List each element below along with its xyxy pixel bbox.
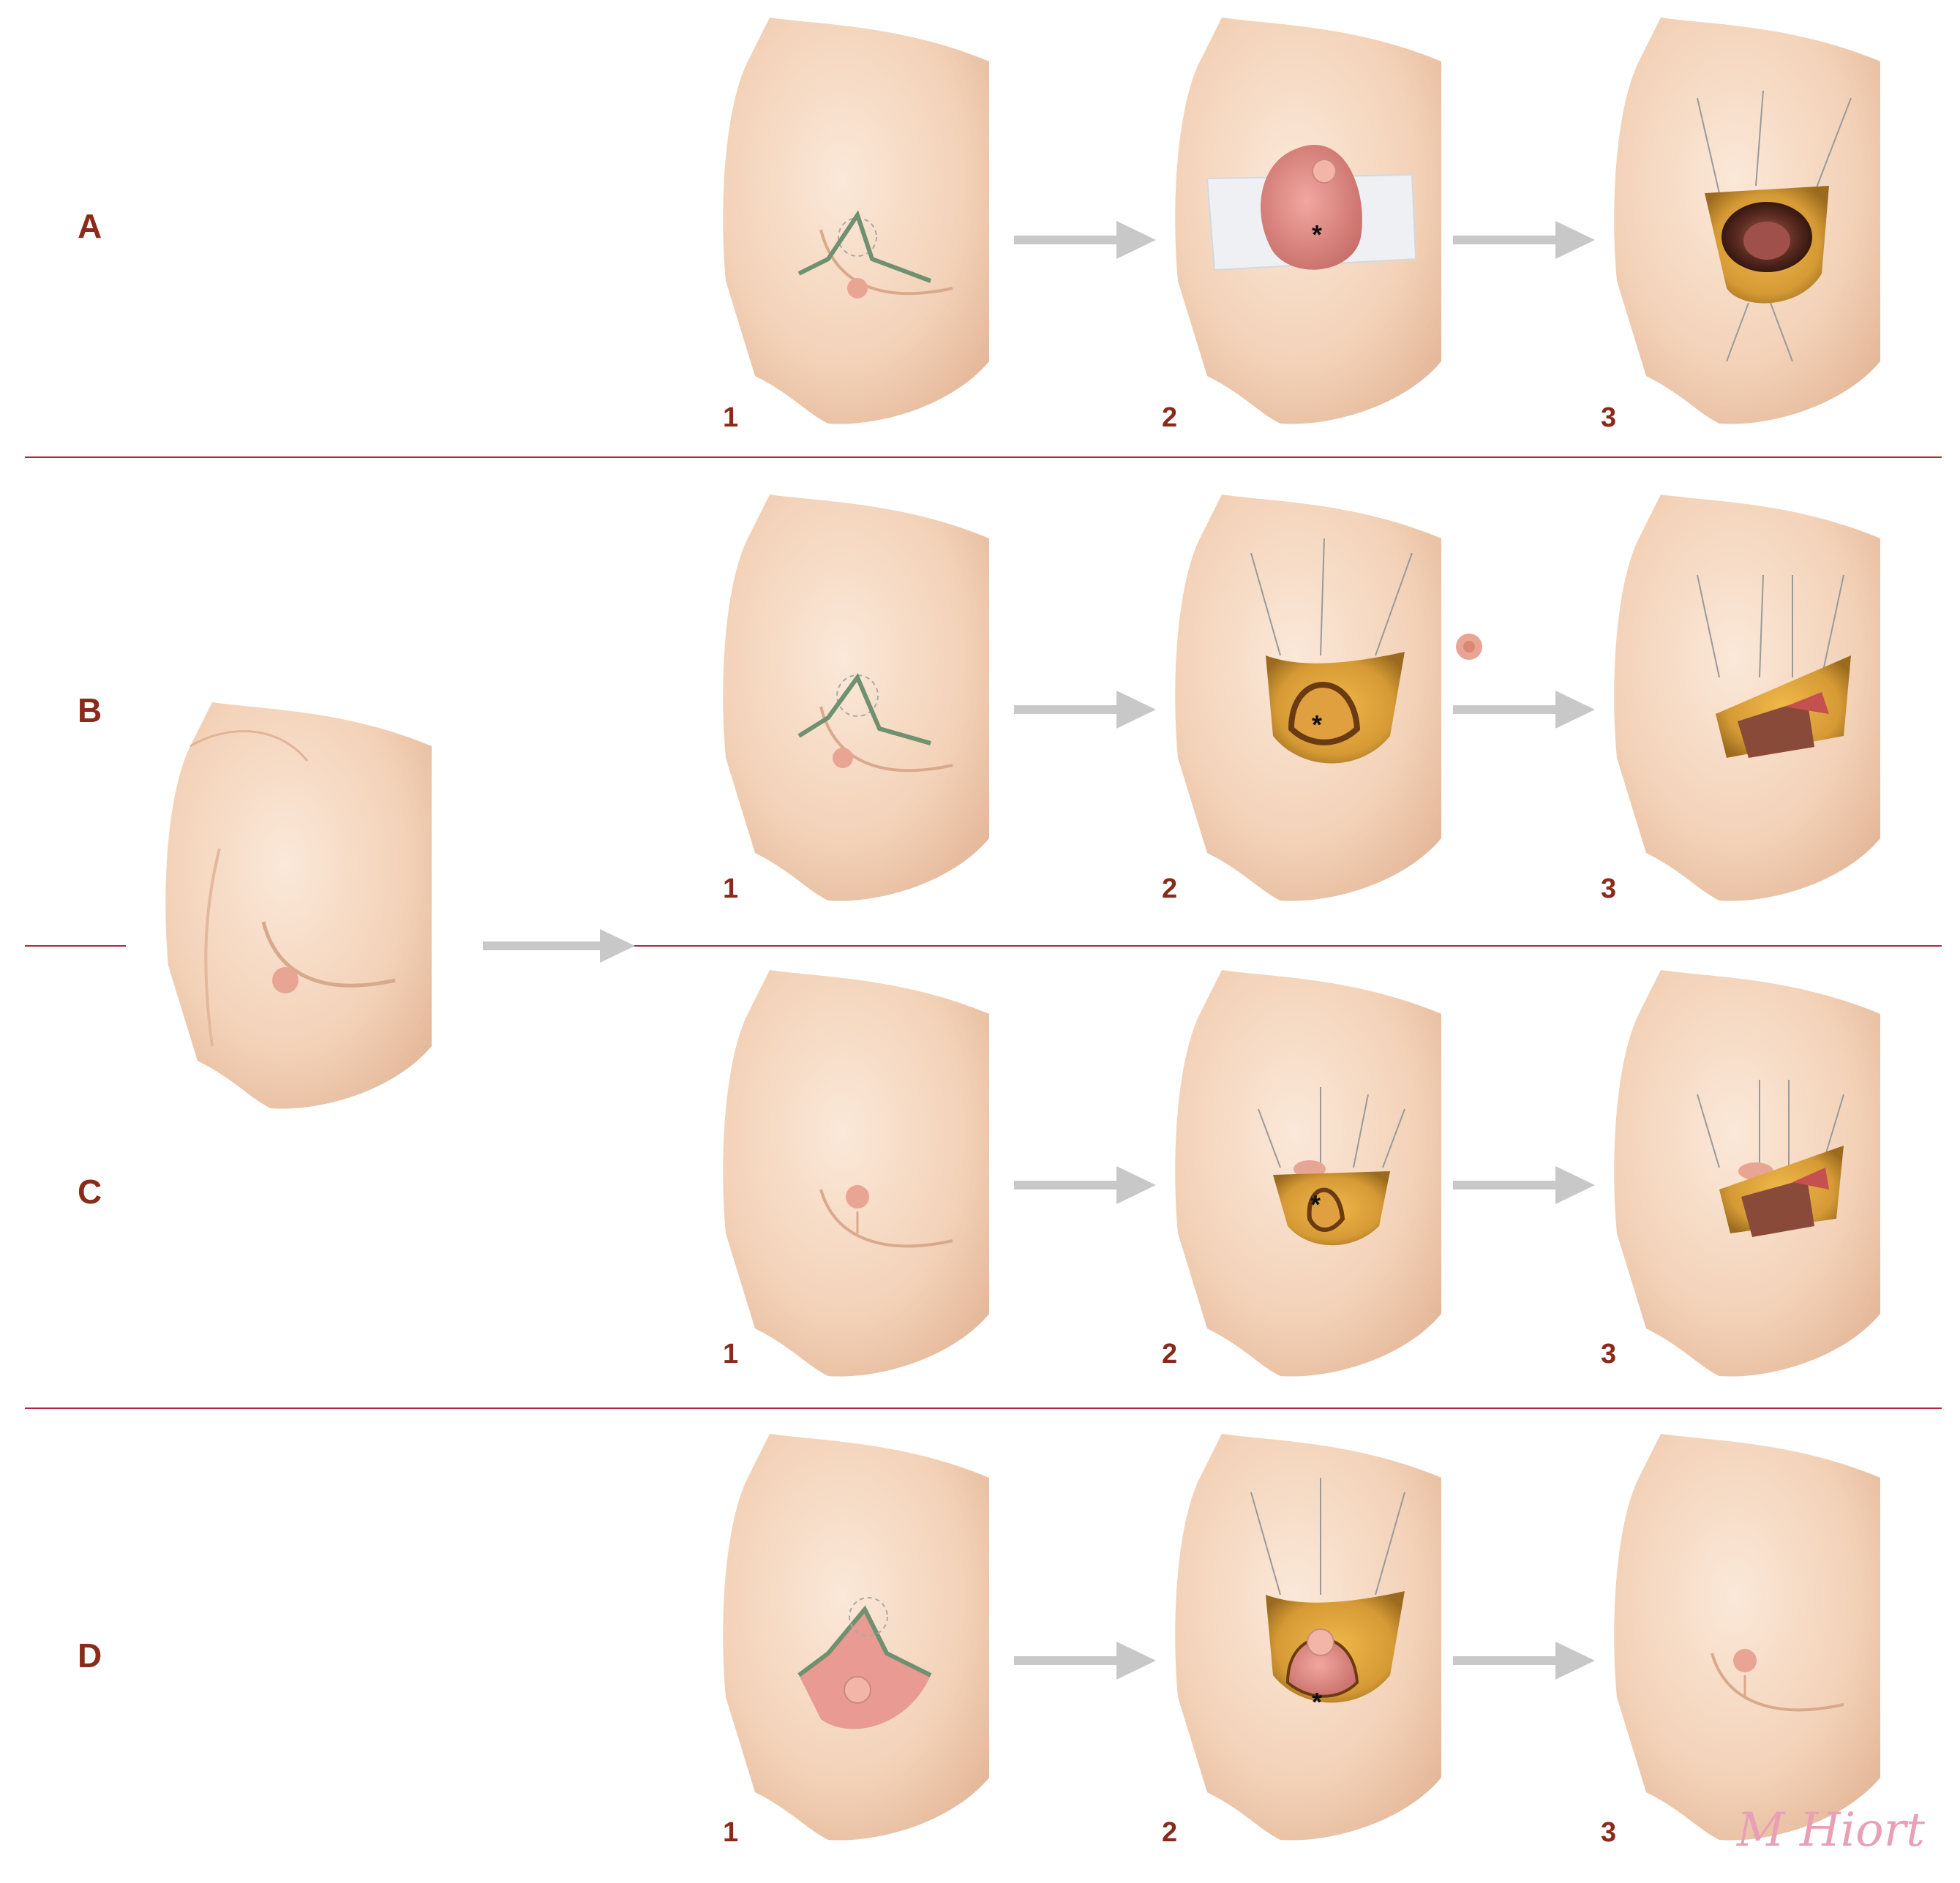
row-d-arrow-2: [1453, 1642, 1595, 1680]
row-b-step-2-asterisk: *: [1312, 710, 1323, 740]
row-d-step-2-number: 2: [1162, 1817, 1178, 1848]
row-label-b: B: [78, 691, 102, 729]
row-a-step-2-illustration: [1175, 18, 1441, 424]
row-b-step-2-number: 2: [1162, 873, 1178, 904]
artist-signature: M Hiort: [1737, 1803, 1925, 1857]
row-label-d: D: [78, 1636, 102, 1675]
row-d-step-3-number: 3: [1601, 1817, 1617, 1848]
row-c-step-2-asterisk: *: [1310, 1189, 1321, 1219]
row-c-step-2-illustration: [1175, 970, 1441, 1377]
row-a-step-2-number: 2: [1162, 402, 1178, 433]
row-a-step-3-number: 3: [1601, 402, 1617, 433]
preop-breast-fold: [261, 921, 396, 988]
row-c-step-1-number: 1: [723, 1339, 739, 1369]
row-c-step-3-illustration: [1614, 970, 1880, 1377]
row-d-step-1-illustration: [723, 1434, 989, 1841]
row-c-step-1-illustration: [723, 970, 989, 1377]
divider-b-c-left: [25, 945, 126, 947]
row-b-step-2-illustration: [1175, 495, 1441, 901]
row-a-step-2-asterisk: *: [1312, 219, 1323, 249]
preop-nipple: [272, 967, 298, 993]
row-d-step-3-illustration: [1614, 1434, 1880, 1841]
row-b-step-1-illustration: [723, 495, 989, 901]
row-d-step-1-number: 1: [723, 1817, 739, 1848]
preoperative-torso-illustration: [165, 702, 432, 1109]
row-c-arrow-1: [1014, 1166, 1156, 1204]
row-a-arrow-1: [1014, 221, 1156, 259]
row-d-step-2-asterisk: *: [1312, 1687, 1323, 1717]
row-b-arrow-1: [1014, 691, 1156, 729]
row-b-step-3-illustration: [1614, 495, 1880, 901]
row-d-arrow-1: [1014, 1642, 1156, 1680]
row-label-c: C: [78, 1173, 102, 1211]
row-label-a: A: [78, 207, 102, 245]
divider-a-b: [25, 456, 1942, 458]
row-a-step-1-illustration: [723, 18, 989, 424]
preop-torso-skin: [165, 702, 432, 1109]
row-b-step-3-number: 3: [1601, 873, 1617, 904]
row-a-step-3-illustration: [1614, 18, 1880, 424]
divider-c-d: [25, 1407, 1942, 1409]
arrow-to-procedures: [483, 929, 635, 963]
row-c-arrow-2: [1453, 1166, 1595, 1204]
row-b-step-1-number: 1: [723, 873, 739, 904]
row-b-arrow-2: [1453, 691, 1595, 729]
row-c-step-3-number: 3: [1601, 1339, 1617, 1369]
preop-arm-line: [204, 848, 221, 1047]
divider-b-c-right: [622, 945, 1942, 947]
preop-shoulder-contour: [189, 730, 309, 762]
free-nipple-graft: [1456, 634, 1482, 660]
row-c-step-2-number: 2: [1162, 1339, 1178, 1369]
row-d-step-2-illustration: [1175, 1434, 1441, 1841]
row-a-step-1-number: 1: [723, 402, 739, 433]
row-a-arrow-2: [1453, 221, 1595, 259]
